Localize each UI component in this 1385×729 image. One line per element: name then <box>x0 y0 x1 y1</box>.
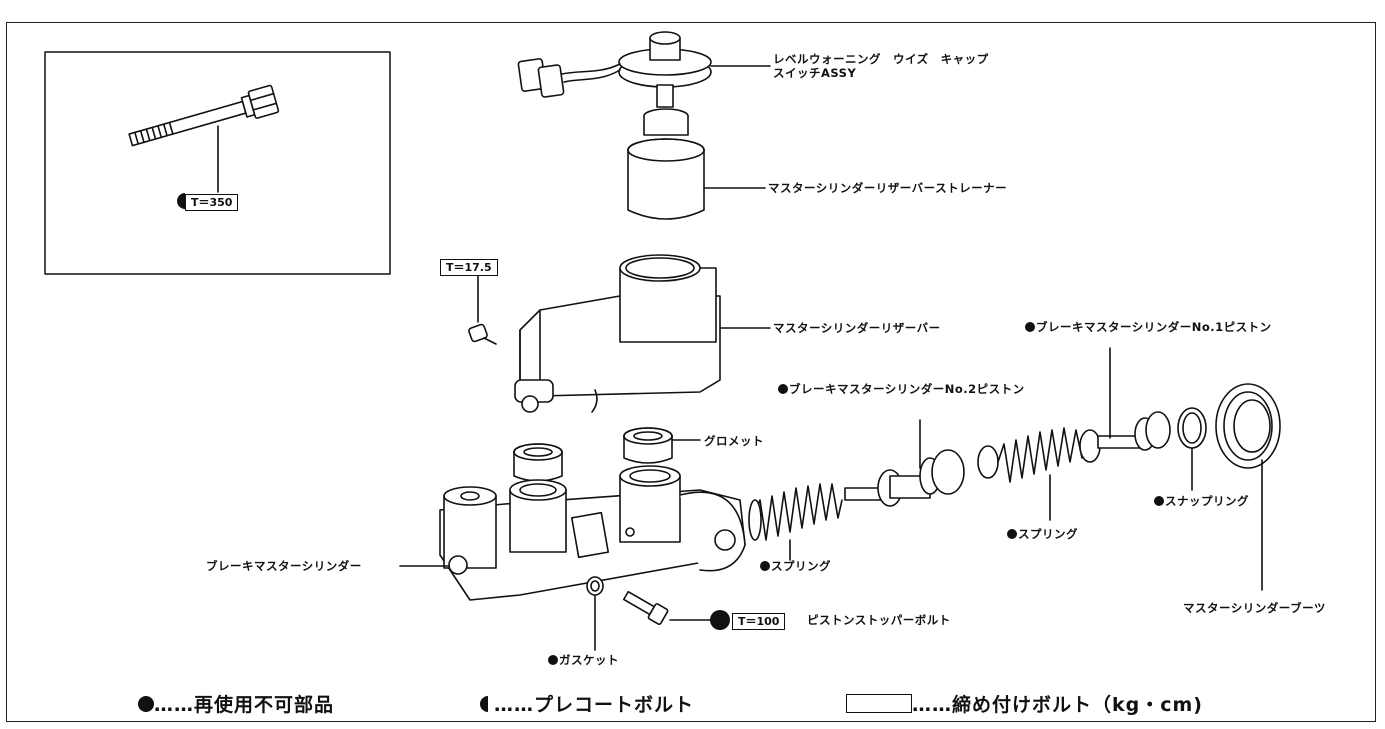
non-reusable-icon <box>138 696 154 712</box>
non-reusable-mark <box>1154 496 1164 506</box>
torque-box-icon <box>846 694 912 713</box>
label-snap-ring: スナップリング <box>1154 494 1249 508</box>
legend-precoated-text: ……プレコートボルト <box>494 694 695 716</box>
inset-union-bolt <box>44 51 391 275</box>
torque-inset-bolt-value: T＝350 <box>185 194 239 211</box>
label-gasket: ガスケット <box>548 653 619 667</box>
snap-ring-and-boot <box>1177 383 1281 591</box>
label-stopper-bolt: ピストンストッパーボルト <box>807 613 951 627</box>
reservoir-strainer <box>627 108 766 220</box>
label-piston-no2-text: ブレーキマスターシリンダーNo.2ピストン <box>789 382 1025 396</box>
label-gasket-text: ガスケット <box>559 653 619 667</box>
torque-stopper-bolt-value: T＝100 <box>732 613 786 630</box>
label-piston-no2: ブレーキマスターシリンダーNo.2ピストン <box>778 382 1025 396</box>
torque-inset-bolt: T＝350 <box>177 191 239 211</box>
label-spring-left: スプリング <box>760 559 831 573</box>
label-cap-switch-1: レベルウォーニング ウイズ キャップ <box>773 52 989 66</box>
piston-no1 <box>1079 347 1171 463</box>
grommets <box>513 427 701 482</box>
label-master-cylinder: ブレーキマスターシリンダー <box>206 559 362 573</box>
non-reusable-mark <box>710 610 730 630</box>
piston-no2 <box>844 419 965 507</box>
label-snap-ring-text: スナップリング <box>1165 494 1249 508</box>
gasket-and-stopper-bolt <box>586 576 713 651</box>
torque-stopper-bolt: T＝100 <box>710 610 786 630</box>
master-cylinder-reservoir <box>468 254 771 413</box>
non-reusable-mark <box>760 561 770 571</box>
legend-non-reusable: ……再使用不可部品 <box>138 690 334 717</box>
legend-non-reusable-text: ……再使用不可部品 <box>154 694 335 716</box>
label-reservoir: マスターシリンダーリザーバー <box>773 321 941 335</box>
non-reusable-mark <box>778 384 788 394</box>
spring-left <box>748 483 843 561</box>
non-reusable-mark <box>1025 322 1035 332</box>
label-spring-right-text: スプリング <box>1018 527 1078 541</box>
label-boot: マスターシリンダーブーツ <box>1183 601 1326 615</box>
legend-tightening: ……締め付けボルト（kg・cm) <box>846 690 1203 717</box>
label-piston-no1: ブレーキマスターシリンダーNo.1ピストン <box>1025 320 1272 334</box>
label-cap-switch-2: スイッチASSY <box>773 66 857 80</box>
diagram-frame <box>6 22 1376 722</box>
spring-right <box>977 427 1089 521</box>
legend-precoated: ……プレコートボルト <box>480 690 694 717</box>
label-piston-no1-text: ブレーキマスターシリンダーNo.1ピストン <box>1036 320 1272 334</box>
label-spring-right: スプリング <box>1007 527 1078 541</box>
legend-tightening-text: ……締め付けボルト（kg・cm) <box>912 694 1203 716</box>
label-strainer: マスターシリンダーリザーバーストレーナー <box>768 181 1008 195</box>
non-reusable-mark <box>548 655 558 665</box>
precoat-mark <box>177 193 185 209</box>
torque-reservoir-screw: T＝17.5 <box>440 259 498 276</box>
precoat-icon <box>480 696 488 712</box>
level-warning-cap-switch <box>517 31 771 108</box>
brake-master-cylinder-body <box>399 465 746 601</box>
label-grommet: グロメット <box>704 434 764 448</box>
label-spring-left-text: スプリング <box>771 559 831 573</box>
non-reusable-mark <box>1007 529 1017 539</box>
